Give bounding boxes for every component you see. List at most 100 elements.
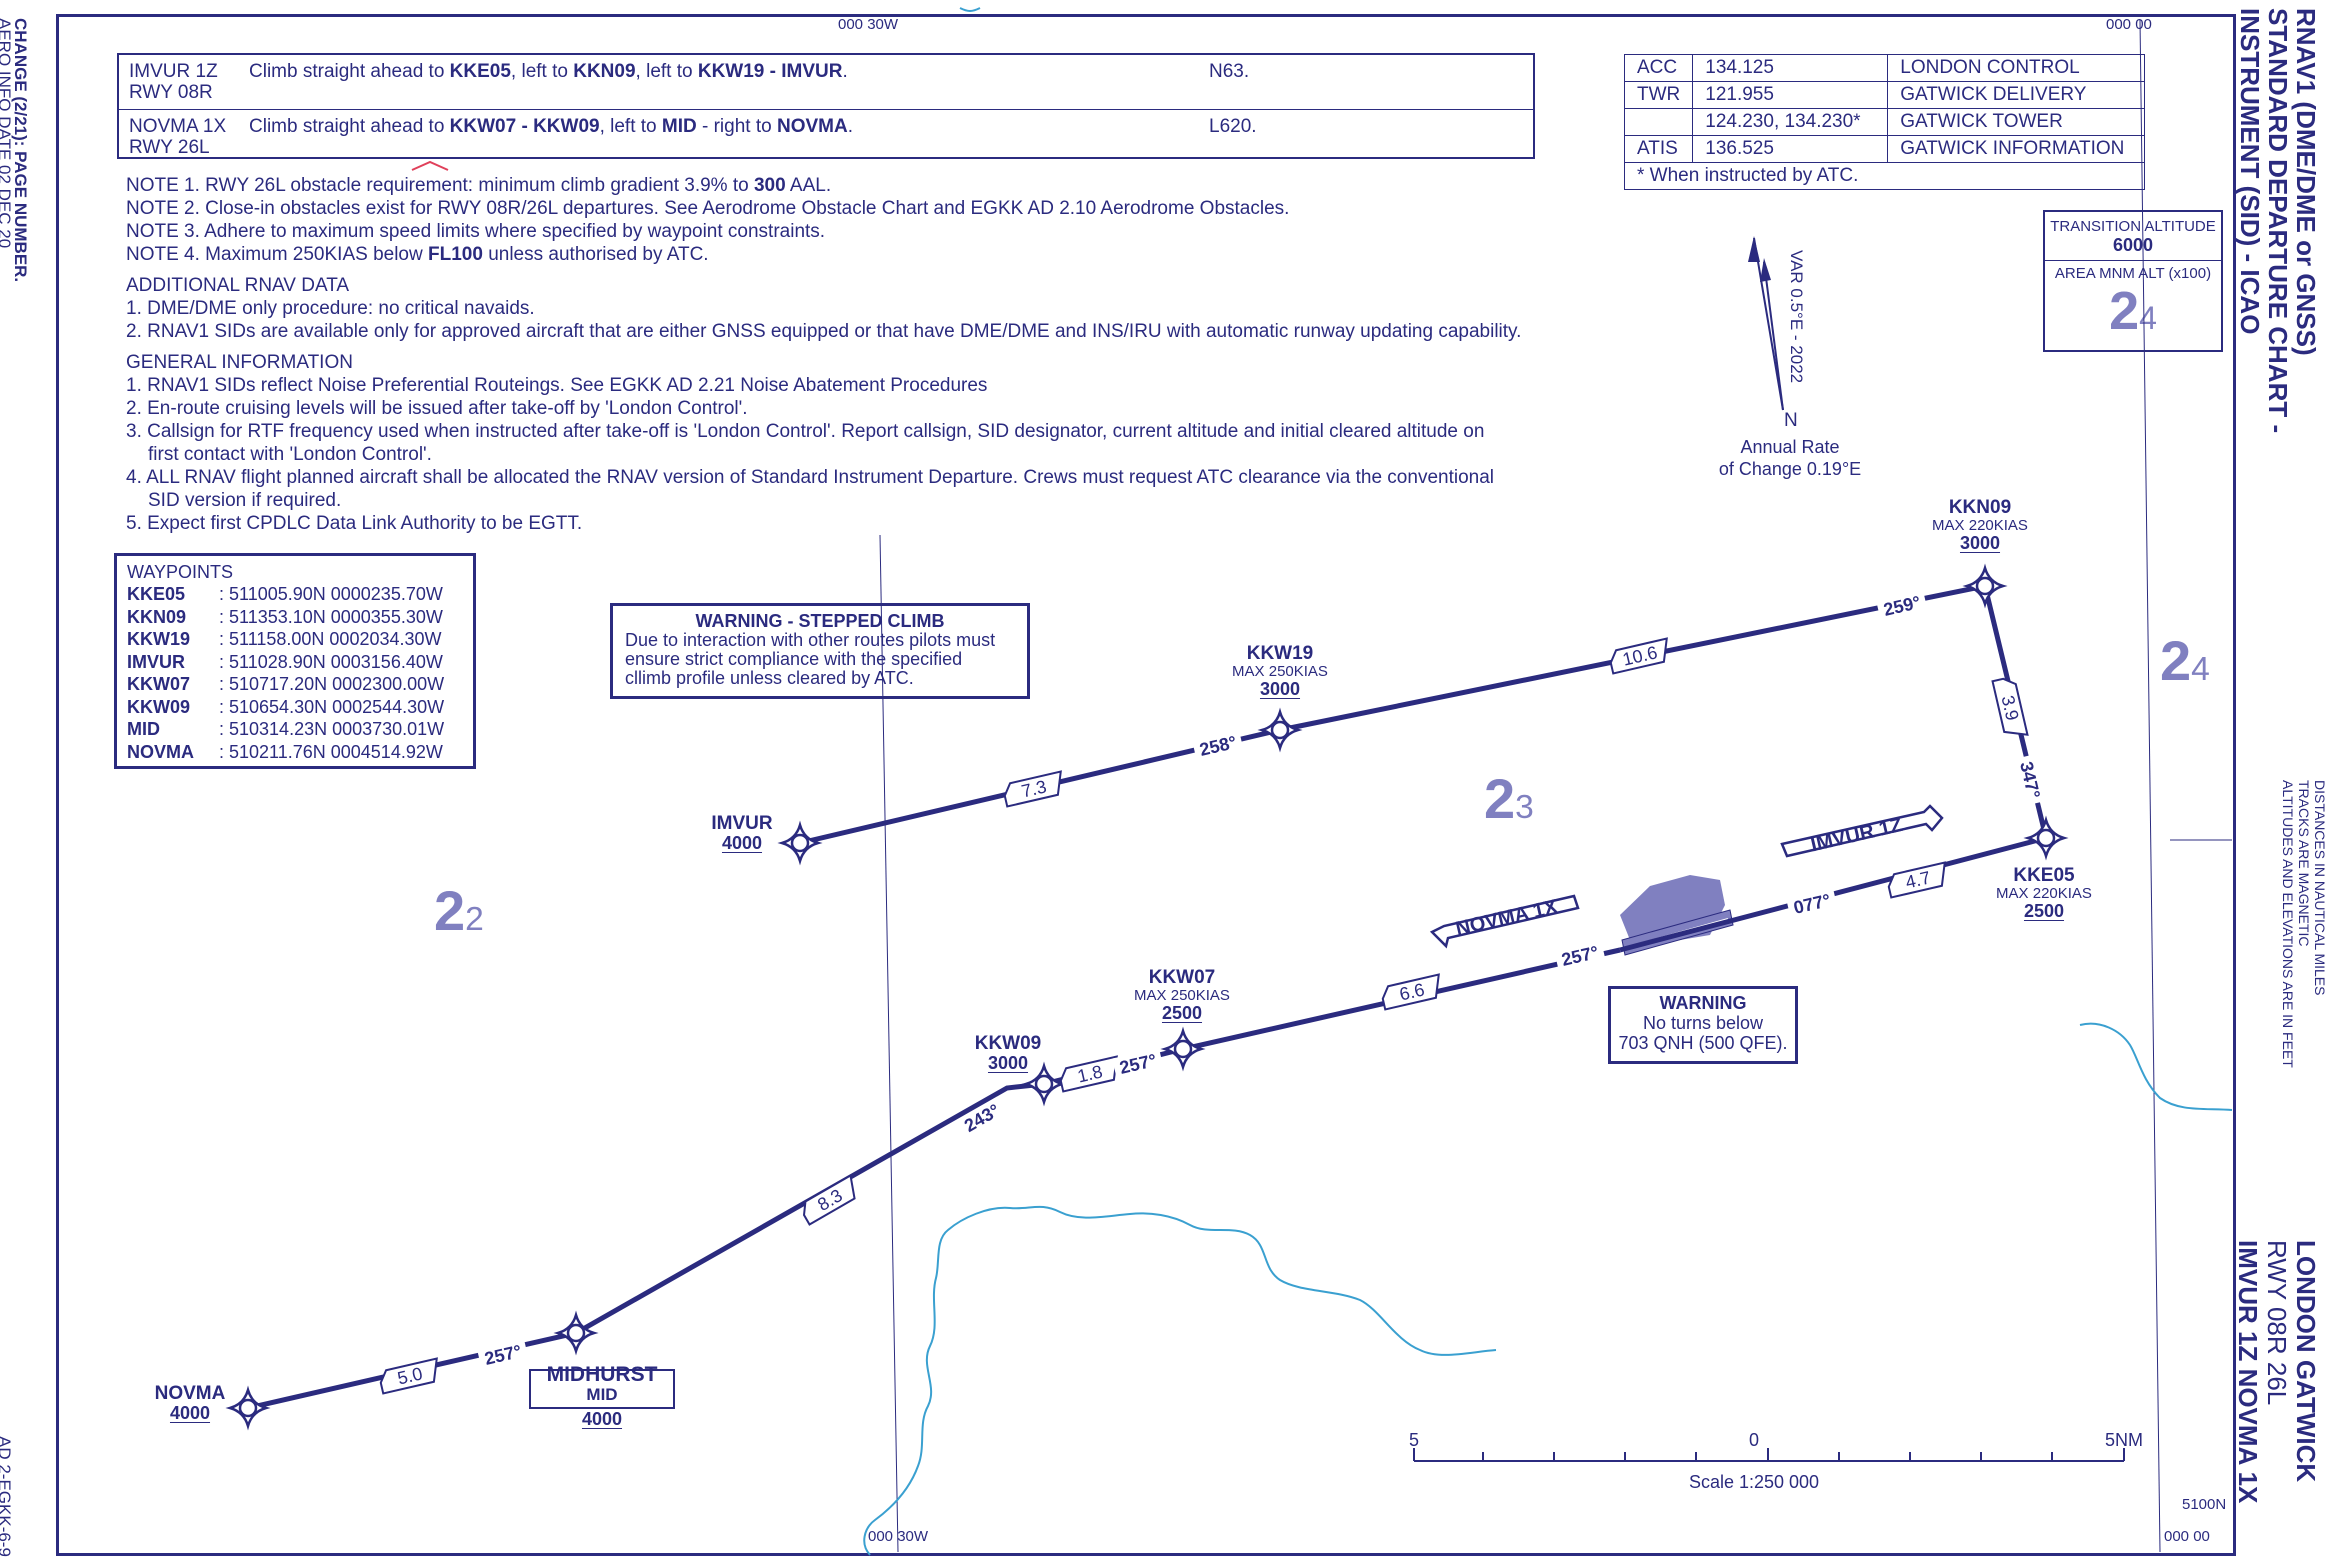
- grid-label-bottom-right: 000 00: [2164, 1528, 2210, 1545]
- route-segment: KKN09: [573, 61, 636, 82]
- waypoint-row: KKE05: 511005.90N 0000235.70W: [127, 584, 443, 604]
- msa-area-label: 23: [1484, 767, 1534, 830]
- leg-track-label: 257°: [1554, 939, 1606, 973]
- route-segment: , left to: [510, 61, 574, 82]
- waypoint-novma-icon: [225, 1385, 271, 1431]
- waypoint-kkw07-icon: [1160, 1026, 1206, 1072]
- svg-text:258°: 258°: [1198, 732, 1239, 760]
- grid-line: [2139, 19, 2161, 1553]
- general-item: 2. En-route cruising levels will be issu…: [126, 398, 748, 419]
- waypoint-row: KKW07: 510717.20N 0002300.00W: [127, 674, 445, 694]
- additional-item: 1. DME/DME only procedure: no critical n…: [126, 298, 535, 319]
- route-segment: , left to: [599, 116, 662, 137]
- leg-distance-label: 5.0: [379, 1357, 438, 1395]
- waypoint-row: IMVUR: 511028.90N 0003156.40W: [127, 651, 443, 672]
- note-4: NOTE 4. Maximum 250KIAS below FL100 unle…: [126, 244, 709, 265]
- waypoint-row: MID: 510314.23N 0003730.01W: [127, 719, 445, 739]
- note-3: NOTE 3. Adhere to maximum speed limits w…: [126, 221, 826, 242]
- waypoint-kkn09-icon: [1962, 563, 2008, 609]
- grid-label-top-left: 000 30W: [838, 16, 899, 33]
- general-heading: GENERAL INFORMATION: [126, 352, 353, 373]
- scale-label-mid: 0: [1749, 1430, 1759, 1450]
- leg-track-label: 347°: [2013, 754, 2047, 806]
- svg-text:259°: 259°: [1882, 592, 1923, 620]
- north-arrow-icon: [1748, 236, 1784, 411]
- waypoint-row: KKN09: 511353.10N 0000355.30W: [127, 606, 443, 627]
- scale-bar: [1413, 1448, 2125, 1462]
- additional-heading: ADDITIONAL RNAV DATA: [126, 275, 350, 296]
- imvur-1z-route: [799, 583, 2050, 953]
- river: [863, 1205, 1497, 1556]
- decor-mark: [411, 160, 449, 171]
- scale-caption: Scale 1:250 000: [1689, 1472, 1819, 1492]
- route-segment: Climb straight ahead to: [249, 116, 450, 137]
- leg-track-label: 258°: [1192, 729, 1244, 763]
- sid-route-imvur: Climb straight ahead to KKE05, left to K…: [249, 61, 1209, 83]
- waypoint-kkw19-icon: [1257, 707, 1303, 753]
- svg-text:257°: 257°: [1118, 1050, 1159, 1078]
- leg-distance-label: 6.6: [1381, 973, 1440, 1011]
- leg-distance-label: 7.3: [1003, 770, 1062, 808]
- waypoint-symbols: [225, 563, 2069, 1431]
- freq-footnote: * When instructed by ATC.: [1623, 162, 2146, 190]
- novma-1x-flag: NOVMA 1X: [1429, 894, 1580, 949]
- waypoint-kke05-icon: [2023, 815, 2069, 861]
- transition-altitude-box: TRANSITION ALTITUDE 6000 AREA MNM ALT (x…: [2043, 210, 2223, 352]
- river: [2079, 1022, 2233, 1111]
- chart-frame: [56, 14, 2236, 1556]
- fix-label-midhurst: MIDHURST MID 4000: [546, 1363, 658, 1429]
- svg-text:257°: 257°: [483, 1341, 524, 1369]
- leg-track-label: 259°: [1876, 589, 1928, 623]
- route-segment: - right to: [696, 116, 777, 137]
- stepped-climb-warning: WARNING - STEPPED CLIMB Due to interacti…: [610, 603, 1030, 699]
- route-segment: KKW19 - IMVUR: [697, 61, 843, 82]
- general-item: 3. Callsign for RTF frequency used when …: [126, 421, 1485, 442]
- additional-item: 2. RNAV1 SIDs are available only for app…: [126, 321, 1522, 342]
- leg-distance-label: 3.9: [1991, 677, 2029, 736]
- leg-distance-label: 8.3: [802, 1173, 856, 1226]
- river: [959, 7, 981, 12]
- msa-area-label: 24: [2160, 629, 2210, 692]
- waypoint-row: NOVMA: 510211.76N 0004514.92W: [127, 741, 443, 762]
- route-segment: .: [847, 116, 853, 137]
- route-segment: Climb straight ahead to: [249, 61, 450, 82]
- route-segment: , left to: [635, 61, 698, 82]
- note-2: NOTE 2. Close-in obstacles exist for RWY…: [126, 198, 1290, 219]
- waypoints-box: WAYPOINTS KKE05: 511005.90N 0000235.70W …: [114, 553, 476, 769]
- route-segment: KKE05: [449, 61, 511, 82]
- svg-text:077°: 077°: [1792, 890, 1833, 918]
- novma-1x-route: [247, 947, 1621, 1411]
- route-segment: .: [842, 61, 848, 82]
- route-segment: MID: [661, 116, 697, 137]
- grid-label-latitude: 5100N: [2182, 1496, 2227, 1513]
- leg-distance-label: 10.6: [1609, 637, 1668, 675]
- general-item: 1. RNAV1 SIDs reflect Noise Preferential…: [126, 375, 988, 396]
- general-item: 5. Expect first CPDLC Data Link Authorit…: [126, 513, 583, 534]
- svg-text:10.6: 10.6: [1621, 642, 1660, 669]
- annual-rate: Annual Rate of Change 0.19°E: [1718, 437, 1862, 479]
- svg-text:NOVMA 1X: NOVMA 1X: [1454, 896, 1561, 941]
- waypoint-imvur-icon: [777, 820, 823, 866]
- midhurst-navaid-box: [529, 1369, 675, 1409]
- leg-track-label: 257°: [1112, 1047, 1164, 1081]
- general-item: SID version if required.: [148, 490, 342, 511]
- general-item: first contact with 'London Control'.: [148, 444, 432, 465]
- scale-label-left: 5: [1409, 1430, 1419, 1450]
- waypoint-row: KKW09: 510654.30N 0002544.30W: [127, 696, 445, 717]
- svg-text:IMVUR 1Z: IMVUR 1Z: [1809, 814, 1905, 856]
- grid-line: [879, 534, 899, 1553]
- notes-block: NOTE 1. RWY 26L obstacle requirement: mi…: [126, 174, 1521, 535]
